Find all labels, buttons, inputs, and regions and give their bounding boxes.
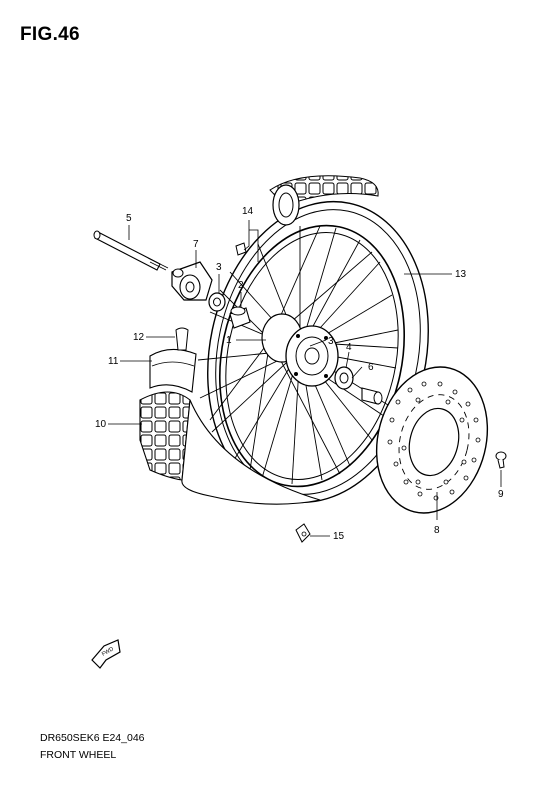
callout-7: 7 bbox=[193, 239, 199, 250]
callout-2: 2 bbox=[238, 280, 244, 291]
bearing-left bbox=[208, 292, 226, 312]
rim bbox=[218, 224, 406, 488]
callout-14: 14 bbox=[242, 206, 254, 217]
callout-15: 15 bbox=[333, 531, 345, 542]
figure-number: FIG.46 bbox=[20, 24, 80, 45]
valve-cap bbox=[295, 523, 311, 543]
callout-8: 8 bbox=[434, 525, 440, 536]
speedometer-gearbox bbox=[171, 261, 213, 301]
spacer-right bbox=[361, 387, 383, 405]
spokes bbox=[197, 225, 399, 485]
rim-strip bbox=[149, 348, 197, 393]
forward-arrow-icon: FWD bbox=[91, 639, 121, 669]
callout-1: 1 bbox=[226, 335, 232, 346]
spacer bbox=[229, 306, 251, 329]
brake-disc bbox=[375, 366, 489, 514]
tire-section bbox=[139, 391, 321, 505]
disc-bolt bbox=[495, 451, 507, 469]
tube-valve bbox=[175, 327, 189, 351]
callout-6: 6 bbox=[368, 362, 374, 373]
callout-4: 4 bbox=[346, 342, 352, 353]
callout-9: 9 bbox=[498, 489, 504, 500]
callout-3-right: 3 bbox=[328, 336, 334, 347]
diagram-code: DR650SEK6 E24_046 bbox=[40, 732, 145, 744]
callout-3-left: 3 bbox=[216, 262, 222, 273]
callout-12: 12 bbox=[133, 332, 145, 343]
bearing-right bbox=[334, 366, 354, 390]
diagram-title: FRONT WHEEL bbox=[40, 749, 117, 761]
callout-11: 11 bbox=[108, 356, 119, 367]
spoke-nipple bbox=[235, 242, 247, 256]
fwd-label: FWD bbox=[101, 646, 115, 657]
callout-10: 10 bbox=[95, 419, 107, 430]
leader-lines bbox=[108, 220, 502, 537]
callouts: 5 7 3 2 14 1 3 4 6 12 11 10 13 8 9 15 bbox=[95, 206, 504, 542]
axle bbox=[93, 230, 169, 271]
hub bbox=[261, 313, 339, 387]
callout-5: 5 bbox=[126, 213, 132, 224]
callout-13: 13 bbox=[455, 269, 467, 280]
